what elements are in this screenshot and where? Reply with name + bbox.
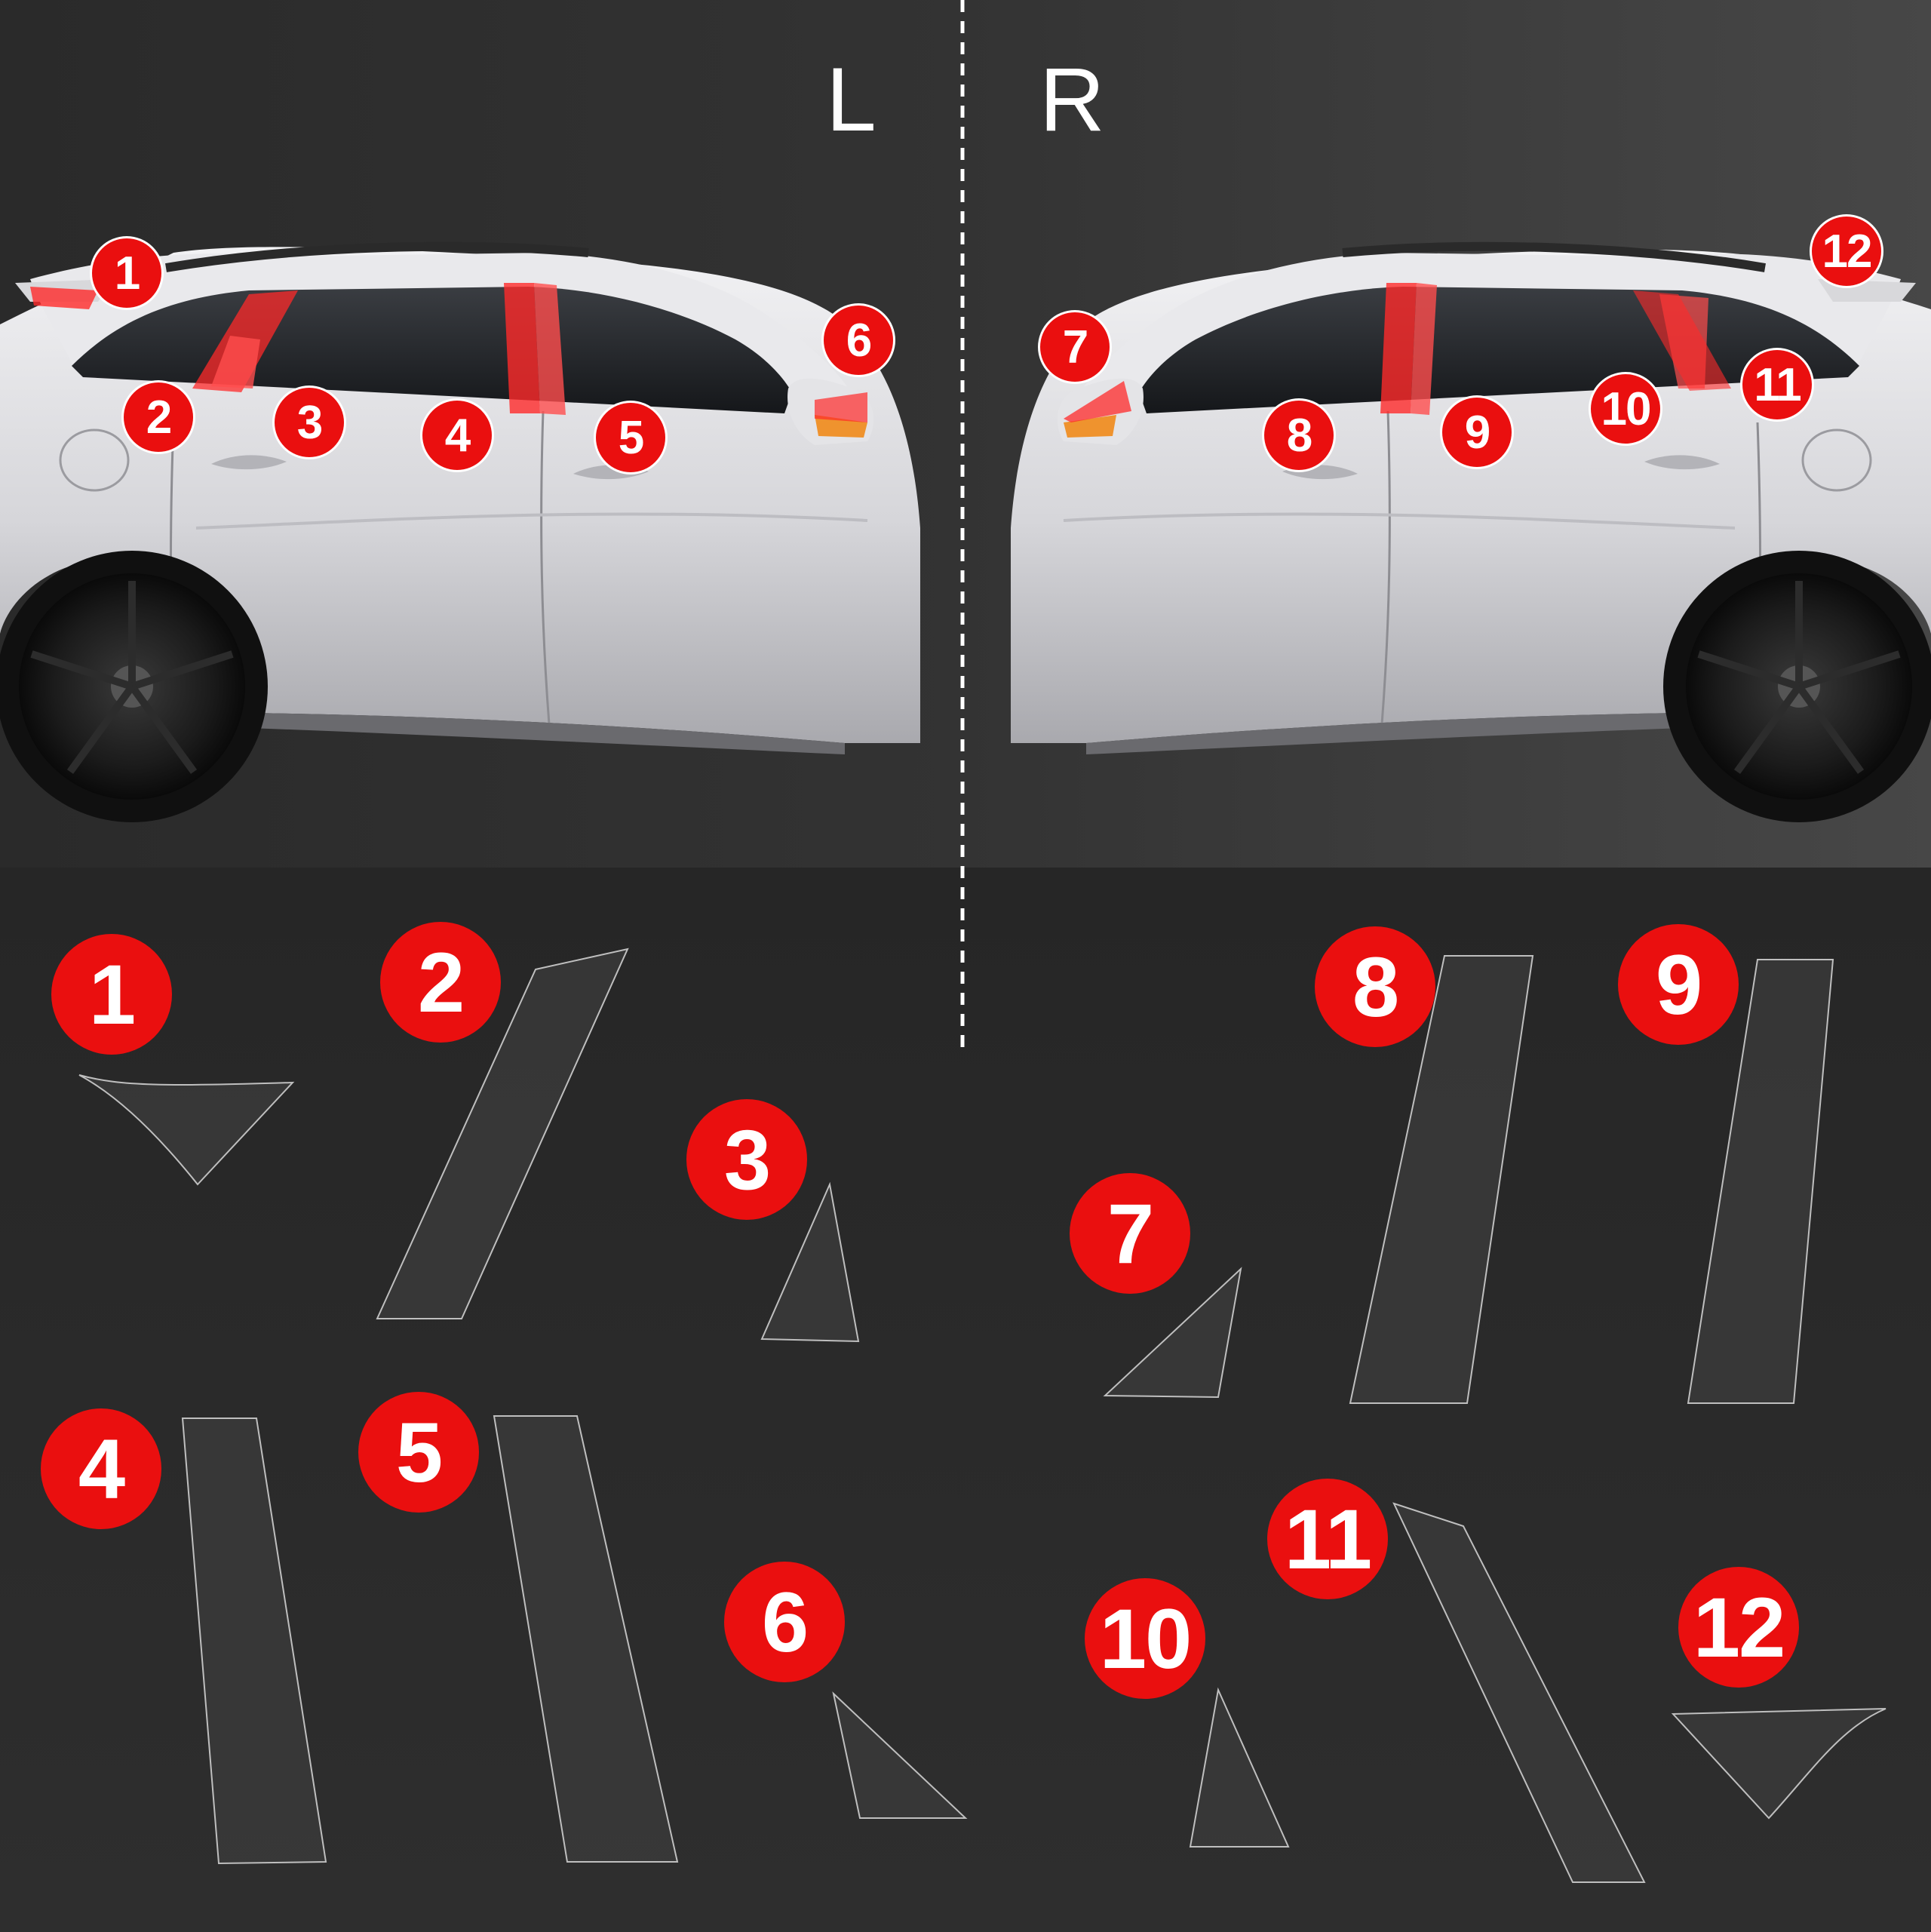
right-car-sill bbox=[1086, 713, 1682, 754]
background-bottom bbox=[0, 868, 1931, 1932]
left-car-roof-rail bbox=[165, 241, 589, 272]
film-piece-6 bbox=[832, 1691, 968, 1819]
left-highlight-1 bbox=[30, 287, 98, 309]
car-badge-4: 4 bbox=[422, 401, 492, 470]
car-badge-7: 7 bbox=[1040, 312, 1110, 382]
left-car-crease bbox=[195, 512, 868, 530]
left-car-door-line-front bbox=[540, 410, 551, 725]
car-badge-8: 8 bbox=[1264, 401, 1334, 470]
car-badge-12: 12 bbox=[1812, 217, 1881, 286]
car-badge-10: 10 bbox=[1591, 374, 1660, 444]
left-highlight-6 bbox=[815, 392, 867, 422]
right-highlight-9 bbox=[1411, 283, 1437, 415]
left-highlight-5 bbox=[534, 283, 566, 415]
right-car-fuel-door bbox=[1801, 428, 1872, 492]
right-car-handle-rear bbox=[1644, 455, 1720, 470]
film-badge-6: 6 bbox=[724, 1562, 845, 1682]
right-car-crease bbox=[1063, 512, 1736, 530]
car-badge-11: 11 bbox=[1742, 350, 1812, 419]
film-piece-4 bbox=[181, 1418, 327, 1865]
right-highlight-7 bbox=[1064, 381, 1131, 422]
right-car bbox=[1011, 241, 1931, 822]
right-highlight-8 bbox=[1380, 283, 1417, 413]
car-badge-5: 5 bbox=[596, 403, 665, 472]
film-piece-9 bbox=[1687, 959, 1834, 1404]
left-highlight-3 bbox=[211, 336, 260, 389]
film-piece-12 bbox=[1671, 1708, 1886, 1820]
car-badge-1: 1 bbox=[92, 238, 161, 308]
film-badge-1: 1 bbox=[51, 934, 172, 1055]
film-piece-7 bbox=[1103, 1267, 1242, 1399]
film-badge-8: 8 bbox=[1315, 926, 1435, 1047]
film-piece-11 bbox=[1392, 1502, 1646, 1883]
film-pieces bbox=[78, 948, 1886, 1883]
left-car-wheel bbox=[0, 551, 268, 822]
film-badge-11: 11 bbox=[1267, 1479, 1388, 1599]
left-side-label: L bbox=[826, 49, 876, 150]
car-badge-6: 6 bbox=[824, 306, 893, 375]
film-piece-1 bbox=[78, 1074, 295, 1186]
film-badge-7: 7 bbox=[1070, 1173, 1190, 1294]
car-badge-9: 9 bbox=[1442, 398, 1512, 467]
left-car-handle-rear bbox=[211, 455, 287, 470]
car-badge-3: 3 bbox=[275, 388, 344, 457]
film-badge-12: 12 bbox=[1678, 1567, 1799, 1688]
car-badge-2: 2 bbox=[124, 382, 193, 452]
film-badge-10: 10 bbox=[1085, 1578, 1205, 1699]
left-car bbox=[0, 241, 920, 822]
left-car-fuel-door bbox=[59, 428, 130, 492]
film-badge-4: 4 bbox=[41, 1408, 161, 1529]
film-badge-2: 2 bbox=[380, 922, 501, 1043]
film-piece-2 bbox=[376, 948, 629, 1319]
film-badge-9: 9 bbox=[1618, 924, 1739, 1045]
left-highlight-4 bbox=[504, 283, 540, 413]
film-piece-10 bbox=[1189, 1687, 1290, 1848]
film-piece-8 bbox=[1349, 955, 1534, 1404]
right-car-door-line-front bbox=[1380, 410, 1391, 725]
film-badge-3: 3 bbox=[686, 1099, 807, 1220]
film-piece-5 bbox=[493, 1415, 679, 1863]
film-piece-3 bbox=[760, 1181, 860, 1343]
right-car-wheel bbox=[1663, 551, 1931, 822]
right-highlight-11 bbox=[1633, 290, 1731, 391]
film-badge-5: 5 bbox=[358, 1392, 479, 1513]
right-side-label: R bbox=[1039, 49, 1105, 150]
left-car-sill bbox=[249, 713, 845, 754]
right-car-roof-rail bbox=[1342, 241, 1766, 272]
